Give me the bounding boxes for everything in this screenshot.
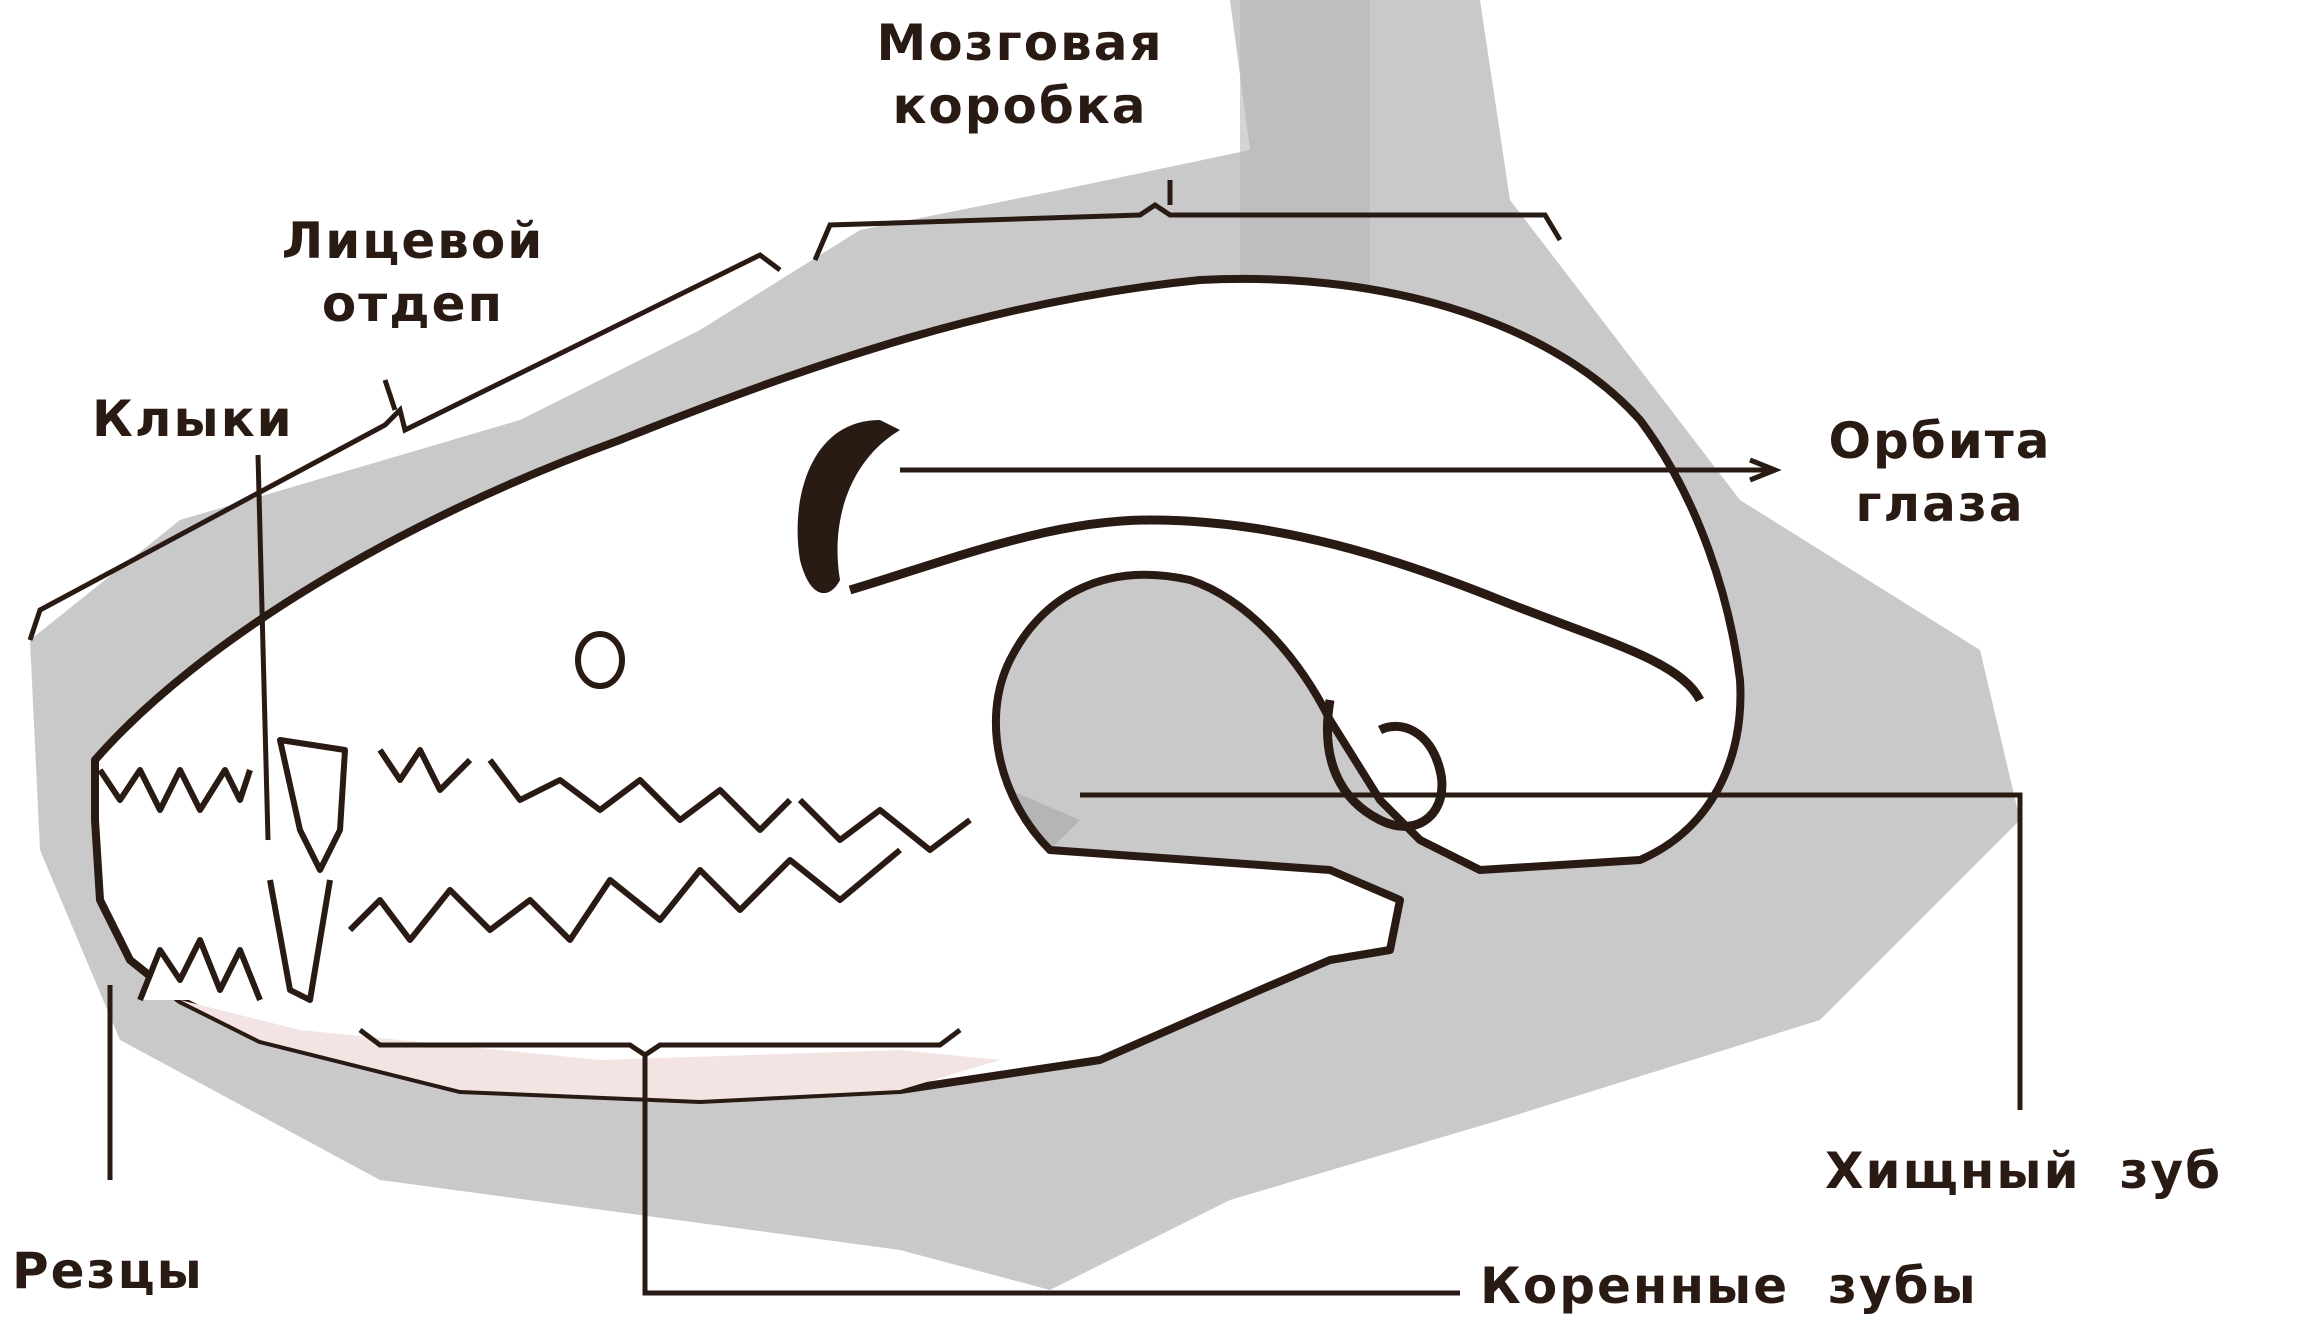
label-molars: Коренные зубы — [1480, 1255, 1978, 1318]
label-canines: Клыки — [92, 388, 294, 451]
label-incisors-text: Резцы — [12, 1240, 204, 1303]
facial-section-tick — [385, 380, 395, 410]
label-eye-orbit-line1: Орбита — [1800, 410, 2080, 473]
label-facial-section-line2: отдеп — [218, 273, 608, 336]
white-panel-lower — [2090, 880, 2301, 1040]
label-incisors: Резцы — [12, 1240, 204, 1303]
label-brain-case-line1: Мозговая — [820, 12, 1220, 75]
white-panel — [2090, 160, 2301, 500]
label-eye-orbit: Орбита глаза — [1800, 410, 2080, 535]
label-brain-case: Мозговая коробка — [820, 12, 1220, 137]
label-carnassial-text: Хищный зуб — [1825, 1140, 2222, 1203]
label-brain-case-line2: коробка — [820, 75, 1220, 138]
label-eye-orbit-line2: глаза — [1800, 473, 2080, 536]
label-canines-text: Клыки — [92, 388, 294, 451]
label-facial-section-line1: Лицевой — [218, 210, 608, 273]
label-molars-text: Коренные зубы — [1480, 1255, 1978, 1318]
label-carnassial: Хищный зуб — [1825, 1140, 2222, 1203]
label-facial-section: Лицевой отдеп — [218, 210, 608, 335]
